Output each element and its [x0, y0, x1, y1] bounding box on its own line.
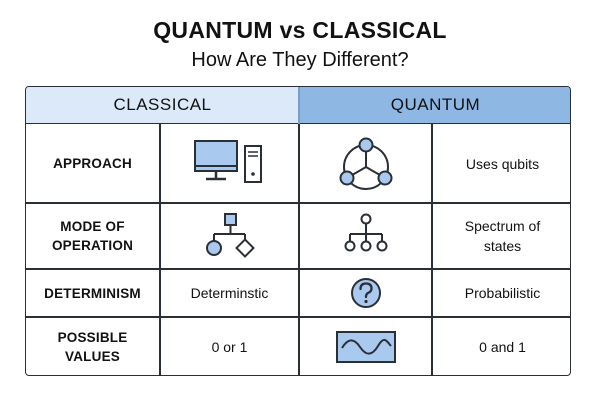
classical-determinism-text: Determinstic — [190, 285, 269, 301]
quantum-values-text: 0 and 1 — [479, 339, 526, 355]
row-label-approach: APPROACH — [53, 156, 132, 171]
header-divider — [298, 87, 300, 124]
comparison-table: CLASSICAL QUANTUM APPROACH — [25, 86, 571, 376]
wave-icon — [300, 318, 431, 375]
computer-icon — [161, 125, 298, 202]
grid-line — [431, 124, 433, 375]
flowchart-icon — [161, 204, 298, 268]
column-header-classical: CLASSICAL — [26, 87, 299, 124]
qubit-network-icon — [300, 125, 431, 202]
branching-tree-icon — [300, 204, 431, 268]
quantum-approach-text: Uses qubits — [465, 155, 540, 172]
quantum-mode-text: Spectrum of states — [464, 218, 541, 254]
question-mark-icon — [300, 270, 431, 316]
page-subtitle: How Are They Different? — [191, 49, 409, 71]
row-label-determinism: DETERMINISM — [44, 285, 141, 301]
row-label-possible-values: POSSIBLE VALUES — [57, 330, 128, 364]
grid-line — [298, 124, 300, 375]
row-label-mode-of-operation: MODE OF OPERATION — [51, 219, 134, 253]
quantum-determinism-text: Probabilistic — [464, 285, 541, 301]
column-header-quantum: QUANTUM — [299, 87, 570, 124]
grid-line — [26, 202, 570, 204]
grid-line — [26, 268, 570, 270]
grid-line — [26, 316, 570, 318]
page-title: QUANTUM vs CLASSICAL — [153, 17, 447, 43]
grid-line — [159, 124, 161, 375]
classical-values-text: 0 or 1 — [211, 339, 248, 355]
